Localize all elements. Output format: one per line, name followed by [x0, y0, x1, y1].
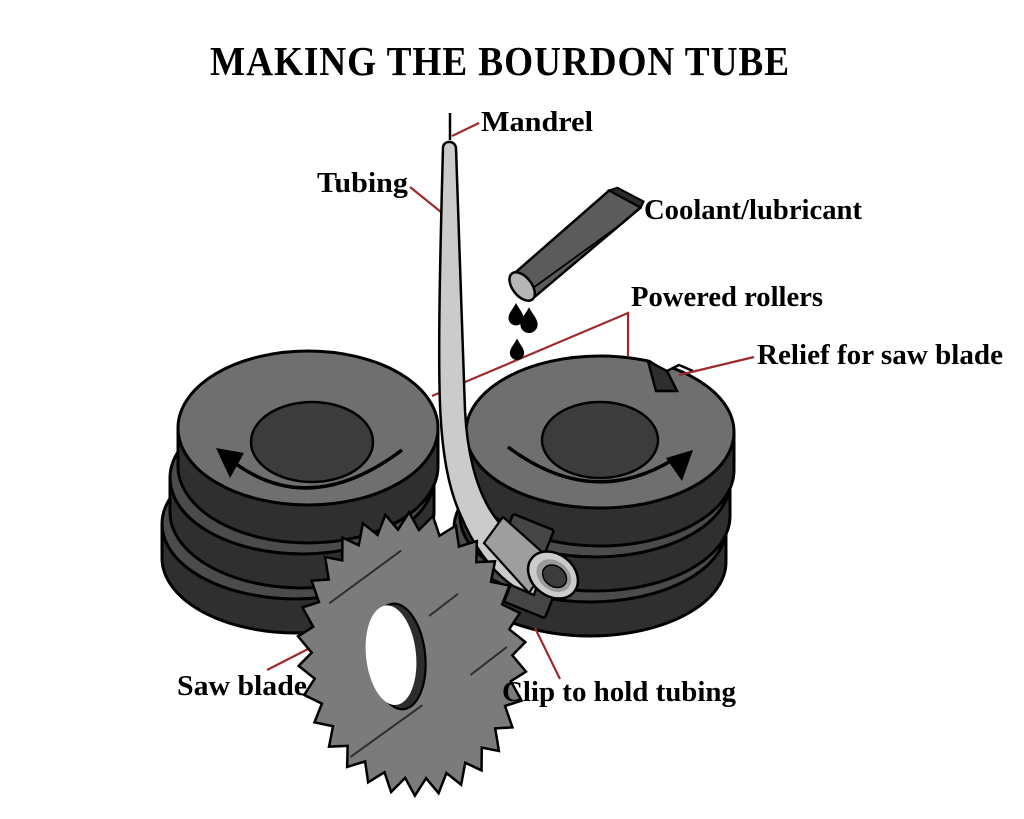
label-mandrel: Mandrel: [481, 107, 593, 138]
left-rotation-arrow: [234, 448, 404, 490]
label-saw-blade: Saw blade: [177, 671, 307, 702]
saw-streak: [469, 646, 508, 676]
right-roller-hub: [540, 400, 660, 480]
coolant-nozzle: [508, 186, 645, 302]
leader-saw-blade: [266, 647, 311, 671]
label-powered-rollers: Powered rollers: [631, 282, 823, 313]
leader-lines: [266, 122, 755, 680]
leader-clip: [534, 627, 561, 680]
leader-tubing: [409, 186, 442, 213]
coolant-drop: [509, 338, 525, 360]
nozzle-opening: [508, 271, 537, 302]
tube-end: [526, 550, 580, 600]
relief-notch: [646, 349, 694, 393]
saw-blade: [296, 509, 528, 799]
left-roller: [160, 349, 440, 635]
relief-notch-edge: [666, 363, 694, 373]
left-roller-hub: [249, 400, 375, 484]
label-relief-for-saw-blade: Relief for saw blade: [757, 340, 1003, 371]
saw-streak: [428, 593, 459, 617]
leader-mandrel: [451, 122, 480, 137]
relief-notch-walls: [646, 358, 680, 393]
saw-streak: [349, 704, 423, 758]
left-rotation-arrowhead-icon: [216, 448, 244, 478]
leader-relief: [678, 355, 755, 377]
tube-end-opening: [541, 564, 568, 589]
label-tubing: Tubing: [317, 168, 408, 199]
coolant-drop: [520, 307, 538, 334]
coolant-drops: [508, 303, 538, 360]
saw-blade-streaks: [328, 549, 508, 758]
leader-powered-rollers: [431, 311, 630, 398]
relief-notch-gap: [647, 349, 679, 371]
label-clip-to-hold-tubing: Clip to hold tubing: [502, 677, 736, 708]
saw-streak: [328, 549, 402, 605]
nozzle-cut-end: [606, 186, 645, 209]
nozzle-seam: [532, 221, 625, 289]
right-rotation-arrowhead-icon: [666, 450, 693, 481]
page-title: MAKING THE BOURDON TUBE: [210, 38, 790, 84]
right-rotation-arrow: [506, 445, 675, 484]
coolant-drop: [508, 303, 524, 326]
label-coolant-lubricant: Coolant/lubricant: [644, 195, 863, 226]
saw-blade-hole: [365, 605, 417, 705]
